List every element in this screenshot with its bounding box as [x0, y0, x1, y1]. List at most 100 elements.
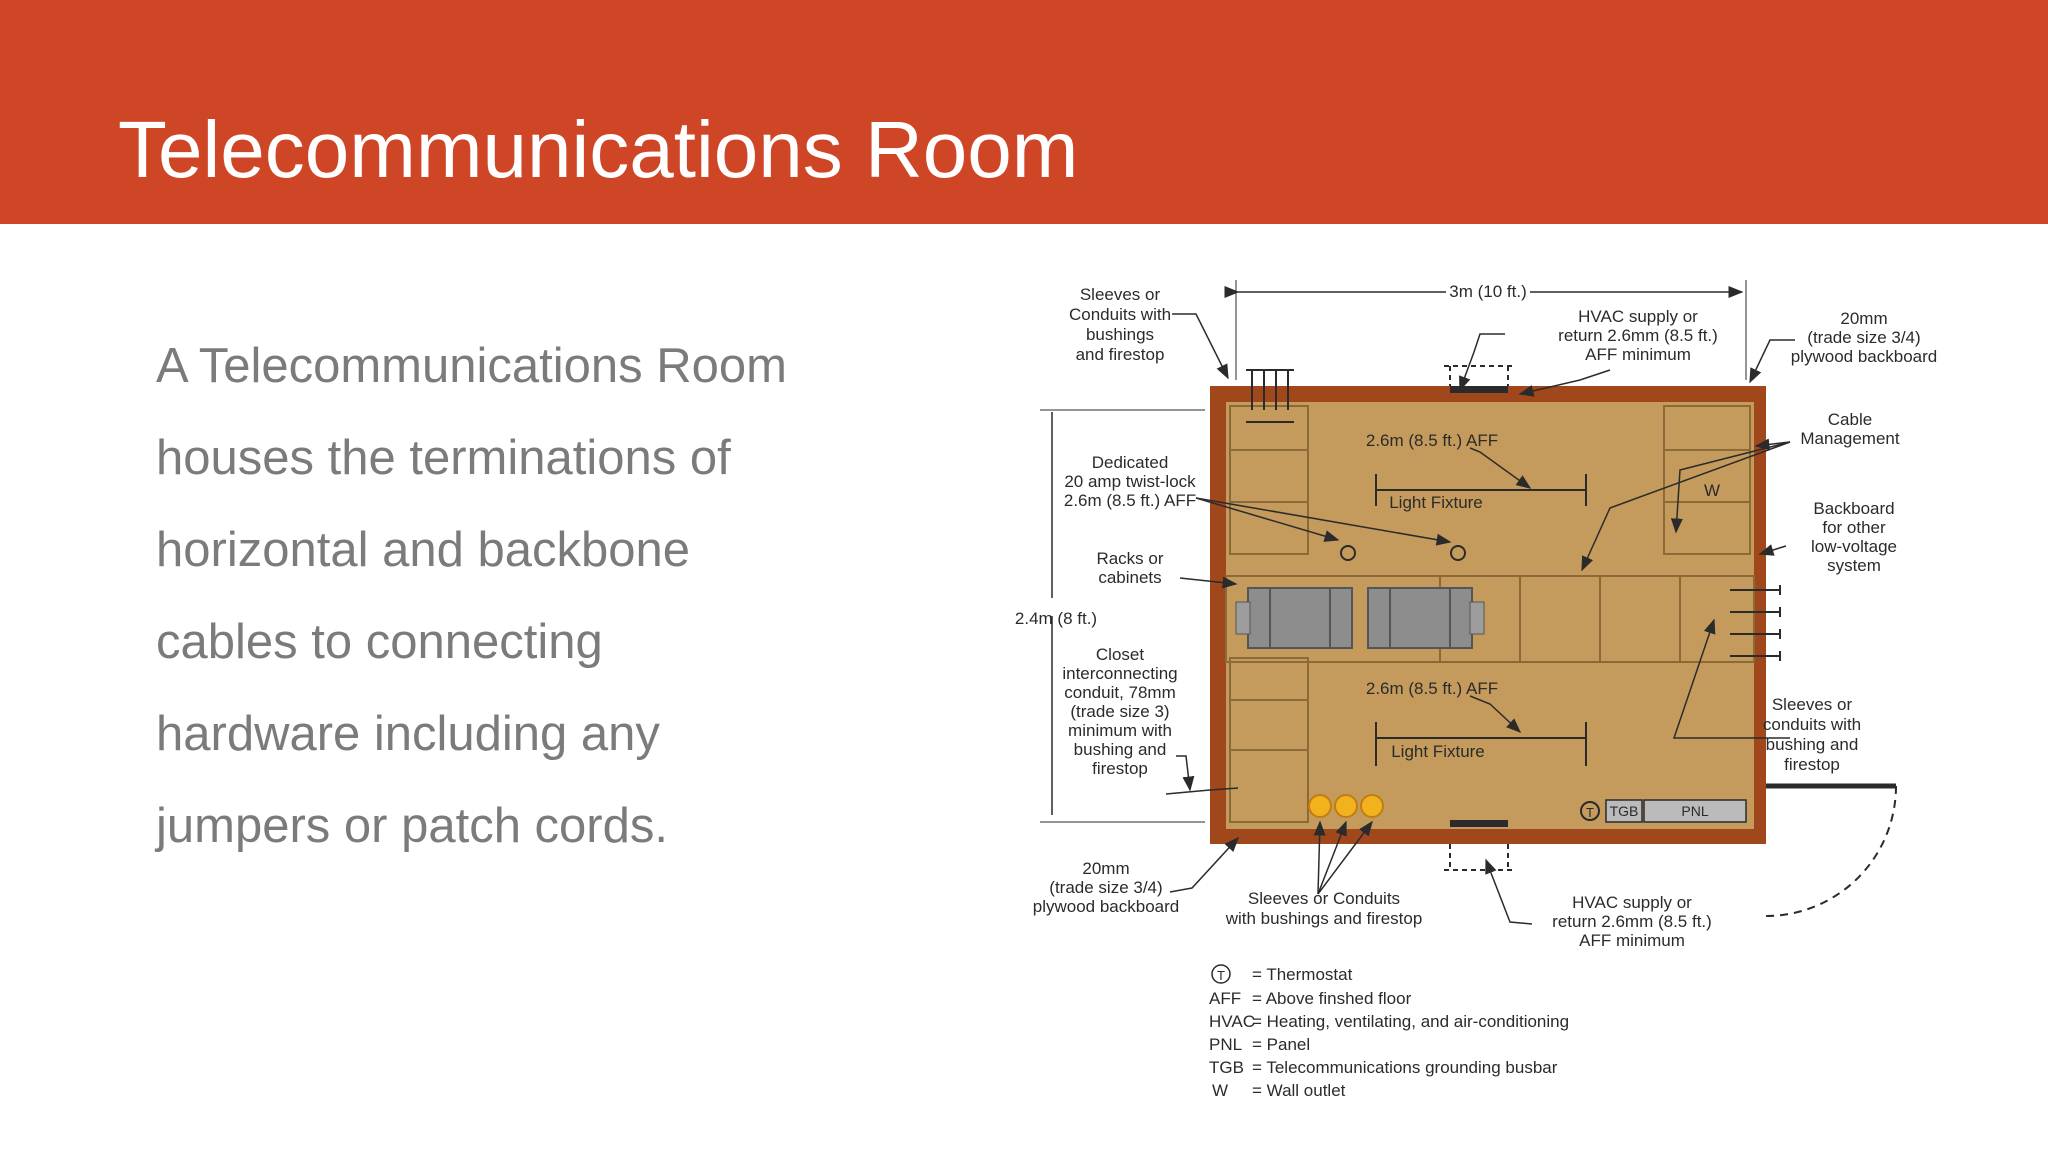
- light-fixture-lower-label: Light Fixture: [1391, 742, 1485, 761]
- svg-text:(trade size 3/4): (trade size 3/4): [1807, 328, 1920, 347]
- svg-text:AFF minimum: AFF minimum: [1579, 931, 1685, 950]
- light-fixture-upper-label: Light Fixture: [1389, 493, 1483, 512]
- svg-text:with bushings and firestop: with bushings and firestop: [1225, 909, 1423, 928]
- legend-desc: = Panel: [1252, 1035, 1310, 1054]
- body-line: houses the terminations of: [156, 431, 731, 485]
- legend-key: T: [1217, 968, 1225, 983]
- svg-text:conduits with: conduits with: [1763, 715, 1861, 734]
- svg-text:Backboard: Backboard: [1813, 499, 1894, 518]
- top-sleeves: [1246, 369, 1294, 423]
- legend-key: TGB: [1209, 1058, 1244, 1077]
- svg-text:20mm: 20mm: [1082, 859, 1129, 878]
- callout-closet-conduit: Closet interconnecting conduit, 78mm (tr…: [1062, 645, 1177, 778]
- callout-sleeves-bottom: Sleeves or Conduits with bushings and fi…: [1225, 889, 1423, 928]
- callout-hvac-bottom: HVAC supply or return 2.6mm (8.5 ft.) AF…: [1552, 893, 1712, 950]
- svg-text:20mm: 20mm: [1840, 309, 1887, 328]
- svg-text:Closet: Closet: [1096, 645, 1144, 664]
- svg-text:firestop: firestop: [1784, 755, 1840, 774]
- conduit-icon: [1334, 794, 1358, 818]
- callout-sleeves-top: Sleeves or Conduits with bushings and fi…: [1069, 285, 1171, 364]
- plywood-backboard-left-lower: [1229, 657, 1309, 823]
- svg-text:conduit, 78mm: conduit, 78mm: [1064, 683, 1176, 702]
- body-line: horizontal and backbone: [156, 523, 690, 577]
- svg-text:AFF minimum: AFF minimum: [1585, 345, 1691, 364]
- telecom-room-diagram: T TGB PNL 2.6m (8.5 ft.) AFF 2.6m (8.5 f…: [1015, 280, 1937, 1100]
- dimension-height-label: 2.4m (8 ft.): [1015, 609, 1097, 628]
- rack-row: [1225, 575, 1755, 663]
- wall-outlet-label: W: [1704, 481, 1720, 500]
- svg-text:HVAC supply or: HVAC supply or: [1572, 893, 1692, 912]
- svg-text:bushing and: bushing and: [1766, 735, 1859, 754]
- body-line: hardware including any: [156, 707, 660, 761]
- title-bar: [0, 0, 2048, 224]
- hvac-bottom: [1450, 820, 1508, 827]
- svg-text:HVAC supply or: HVAC supply or: [1578, 307, 1698, 326]
- body-line: A Telecommunications Room: [156, 339, 787, 393]
- rack-cabinet: [1247, 587, 1353, 649]
- plywood-backboard-left: [1229, 405, 1309, 555]
- svg-text:(trade size 3): (trade size 3): [1070, 702, 1169, 721]
- svg-text:return 2.6mm (8.5 ft.): return 2.6mm (8.5 ft.): [1558, 326, 1718, 345]
- pnl-label: PNL: [1681, 803, 1708, 819]
- svg-text:(trade size 3/4): (trade size 3/4): [1049, 878, 1162, 897]
- legend-key: PNL: [1209, 1035, 1242, 1054]
- body-line: jumpers or patch cords.: [156, 799, 668, 853]
- svg-text:for other: for other: [1822, 518, 1886, 537]
- svg-text:interconnecting: interconnecting: [1062, 664, 1177, 683]
- svg-text:2.6m (8.5 ft.) AFF: 2.6m (8.5 ft.) AFF: [1064, 491, 1196, 510]
- tgb-box: [1605, 799, 1643, 823]
- door-opening: [1766, 660, 1786, 810]
- callout-sleeves-right: Sleeves or conduits with bushing and fir…: [1763, 695, 1861, 774]
- legend-key: W: [1212, 1081, 1228, 1100]
- svg-text:system: system: [1827, 556, 1881, 575]
- legend-desc: = Thermostat: [1252, 965, 1353, 984]
- outlet-icon: [1450, 545, 1466, 561]
- svg-text:minimum with: minimum with: [1068, 721, 1172, 740]
- callout-hvac-top: HVAC supply or return 2.6mm (8.5 ft.) AF…: [1558, 307, 1718, 364]
- dimension-width-label: 3m (10 ft.): [1449, 282, 1526, 301]
- legend-key: HVAC: [1209, 1012, 1255, 1031]
- svg-text:firestop: firestop: [1092, 759, 1148, 778]
- plywood-backboard-right: [1663, 405, 1751, 555]
- svg-text:plywood backboard: plywood backboard: [1033, 897, 1179, 916]
- aff-upper-label: 2.6m (8.5 ft.) AFF: [1366, 431, 1498, 450]
- svg-text:Dedicated: Dedicated: [1092, 453, 1169, 472]
- callout-cable-management: Cable Management: [1800, 410, 1900, 448]
- conduit-icon: [1360, 794, 1384, 818]
- rack-cabinet: [1367, 587, 1473, 649]
- svg-text:Conduits with: Conduits with: [1069, 305, 1171, 324]
- body-text: A Telecommunications Room houses the ter…: [156, 320, 856, 872]
- callout-backboard-bottom: 20mm (trade size 3/4) plywood backboard: [1033, 859, 1179, 916]
- body-line: cables to connecting: [156, 615, 603, 669]
- legend-desc: = Heating, ventilating, and air-conditio…: [1252, 1012, 1569, 1031]
- svg-text:Sleeves or: Sleeves or: [1772, 695, 1853, 714]
- door-arc: [1765, 785, 1897, 917]
- aff-lower-label: 2.6m (8.5 ft.) AFF: [1366, 679, 1498, 698]
- legend-desc: = Wall outlet: [1252, 1081, 1346, 1100]
- callout-dedicated-outlet: Dedicated 20 amp twist-lock 2.6m (8.5 ft…: [1064, 453, 1196, 510]
- legend-key: AFF: [1209, 989, 1241, 1008]
- svg-text:Sleeves or: Sleeves or: [1080, 285, 1161, 304]
- svg-text:Cable: Cable: [1828, 410, 1872, 429]
- tgb-label: TGB: [1610, 803, 1639, 819]
- hvac-top: [1450, 386, 1508, 393]
- slide-title: Telecommunications Room: [118, 105, 1079, 194]
- svg-text:Racks or: Racks or: [1096, 549, 1163, 568]
- thermostat-icon: [1580, 801, 1600, 821]
- svg-text:bushings: bushings: [1086, 325, 1154, 344]
- svg-text:20 amp twist-lock: 20 amp twist-lock: [1064, 472, 1196, 491]
- svg-text:return 2.6mm (8.5 ft.): return 2.6mm (8.5 ft.): [1552, 912, 1712, 931]
- svg-text:Sleeves or Conduits: Sleeves or Conduits: [1248, 889, 1400, 908]
- legend-desc: = Above finshed floor: [1252, 989, 1412, 1008]
- callout-racks: Racks or cabinets: [1096, 549, 1163, 587]
- outlet-icon: [1340, 545, 1356, 561]
- callout-backboard-top: 20mm (trade size 3/4) plywood backboard: [1791, 309, 1937, 366]
- svg-text:bushing and: bushing and: [1074, 740, 1167, 759]
- svg-text:cabinets: cabinets: [1098, 568, 1161, 587]
- pnl-box: [1643, 799, 1747, 823]
- svg-text:Management: Management: [1800, 429, 1900, 448]
- diagram-legend: T = Thermostat AFF = Above finshed floor…: [1209, 964, 1569, 1100]
- svg-text:low-voltage: low-voltage: [1811, 537, 1897, 556]
- svg-text:and firestop: and firestop: [1076, 345, 1165, 364]
- conduit-icon: [1308, 794, 1332, 818]
